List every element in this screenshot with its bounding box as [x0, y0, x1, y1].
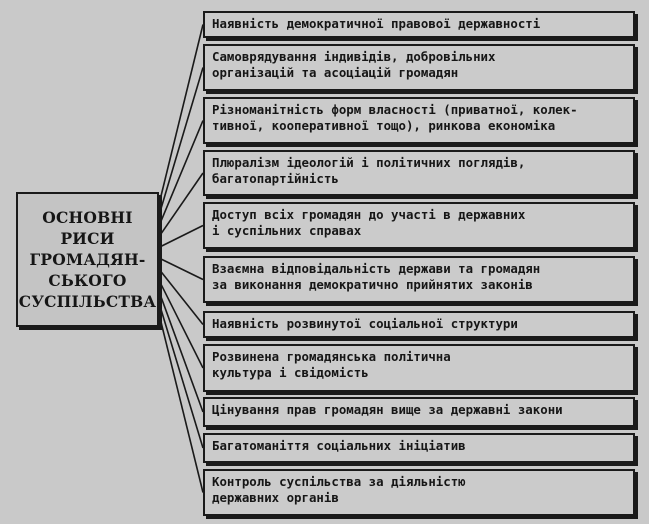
connector-line-5: [160, 224, 204, 248]
feature-box-2: Самоврядування індивідів, добровільних о…: [203, 44, 635, 91]
central-concept-title: ОСНОВНІ РИСИ ГРОМАДЯН- СЬКОГО СУСПІЛЬСТВ…: [18, 208, 157, 311]
feature-box-1: Наявність демократичної правової державн…: [203, 11, 635, 38]
feature-box-9: Цінування прав громадян вище за державні…: [203, 397, 635, 427]
feature-box-5: Доступ всіх громадян до участі в державн…: [203, 202, 635, 249]
feature-box-11: Контроль суспільства за діяльністю держа…: [203, 469, 635, 516]
connector-line-2: [160, 67, 204, 209]
connector-line-8: [160, 283, 204, 369]
feature-box-8: Розвинена громадянська політична культур…: [203, 344, 635, 392]
connector-line-9: [160, 296, 204, 413]
feature-box-4: Плюралізм ідеологій і політичних погляді…: [203, 150, 635, 196]
connector-line-7: [160, 271, 204, 325]
feature-box-10: Багатоманіття соціальних ініціатив: [203, 433, 635, 463]
feature-box-7: Наявність розвинутої соціальної структур…: [203, 311, 635, 338]
feature-box-3: Різноманітність форм власності (приватно…: [203, 97, 635, 144]
connector-line-1: [160, 24, 204, 197]
connector-line-3: [160, 120, 204, 222]
connector-line-6: [160, 258, 204, 281]
connector-line-10: [160, 309, 204, 449]
central-concept-box: ОСНОВНІ РИСИ ГРОМАДЯН- СЬКОГО СУСПІЛЬСТВ…: [16, 192, 159, 327]
feature-box-6: Взаємна відповідальність держави та гром…: [203, 256, 635, 303]
connector-line-11: [160, 321, 204, 493]
connector-line-4: [160, 172, 204, 235]
